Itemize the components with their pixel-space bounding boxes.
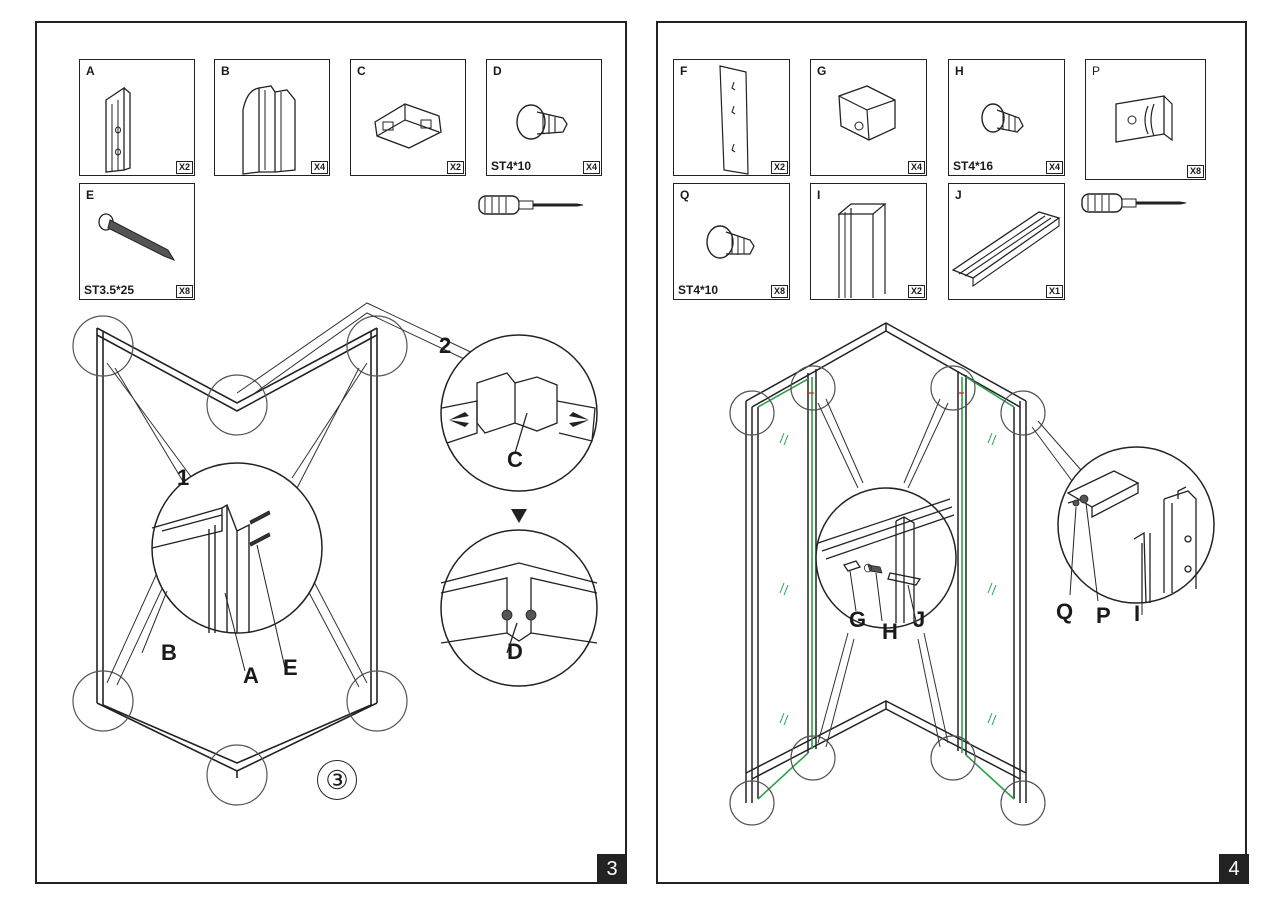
step-number-badge: ③ <box>317 760 357 800</box>
part-qty: X4 <box>1045 161 1063 174</box>
callout-h: H <box>882 619 898 644</box>
page-number: 3 <box>597 854 627 884</box>
part-letter: Q <box>680 188 690 202</box>
part-box-i: I X2 <box>810 183 927 300</box>
part-box-c: C X2 <box>350 59 466 176</box>
callout-p: P <box>1096 603 1111 628</box>
part-spec: ST4*10 <box>678 283 719 297</box>
page-number: 4 <box>1219 854 1249 884</box>
callout-a: A <box>243 663 259 688</box>
part-spec: ST4*10 <box>491 159 532 173</box>
part-qty: X2 <box>907 285 925 298</box>
profile-post-icon <box>105 86 131 173</box>
glass-panel-icon <box>719 65 749 175</box>
part-box-p: P X8 <box>1085 59 1206 180</box>
part-qty: X1 <box>1045 285 1063 298</box>
detail-step-2: 2 <box>439 333 452 358</box>
callout-q: Q <box>1056 599 1074 624</box>
glass-clip-icon <box>1115 95 1173 143</box>
part-box-q: Q ST4*10 X8 <box>673 183 790 300</box>
u-channel-icon <box>837 203 887 298</box>
part-box-d: D ST4*10 X4 <box>486 59 602 176</box>
bracket-block-icon <box>838 85 896 141</box>
part-letter: J <box>955 188 962 202</box>
manual-page-4: F X2 G X4 H ST4*16 X4 P <box>656 21 1249 884</box>
callout-g: G <box>849 607 867 632</box>
screwdriver-icon <box>1081 193 1187 213</box>
callout-i: I <box>1134 601 1141 626</box>
part-box-b: B X4 <box>214 59 330 176</box>
screw-icon <box>981 103 1024 133</box>
part-letter: B <box>221 64 230 78</box>
part-qty: X4 <box>310 161 328 174</box>
screwdriver-icon <box>478 195 584 215</box>
part-letter: P <box>1092 64 1101 78</box>
part-qty: X8 <box>770 285 788 298</box>
callout-j: J <box>913 607 926 632</box>
part-qty: X2 <box>770 161 788 174</box>
corner-connector-icon <box>374 103 442 149</box>
part-letter: D <box>493 64 502 78</box>
part-qty: X4 <box>582 161 600 174</box>
rail-icon <box>951 211 1061 288</box>
part-letter: A <box>86 64 95 78</box>
part-box-g: G X4 <box>810 59 927 176</box>
part-letter: C <box>357 64 366 78</box>
long-screw-icon <box>98 213 176 262</box>
part-box-a: A X2 <box>79 59 195 176</box>
part-letter: F <box>680 64 688 78</box>
part-box-j: J X1 <box>948 183 1065 300</box>
part-letter: E <box>86 188 95 202</box>
callout-e: E <box>283 655 298 680</box>
callout-c: C <box>507 447 523 472</box>
part-qty: X2 <box>446 161 464 174</box>
callout-d: D <box>507 639 523 664</box>
part-spec: ST3.5*25 <box>84 283 135 297</box>
detail-step-1: 1 <box>177 465 190 490</box>
profile-channel-icon <box>242 85 296 175</box>
part-qty: X8 <box>1186 165 1204 178</box>
callout-b: B <box>161 640 177 665</box>
part-letter: H <box>955 64 964 78</box>
frame-assembly-diagram <box>72 302 598 806</box>
manual-page-3: A X2 B X4 C X2 D <box>35 21 627 884</box>
part-box-h: H ST4*16 X4 <box>948 59 1065 176</box>
part-qty: X8 <box>175 285 193 298</box>
part-box-f: F X2 <box>673 59 790 176</box>
part-qty: X4 <box>907 161 925 174</box>
part-box-e: E ST3.5*25 X8 <box>79 183 195 300</box>
screw-icon <box>706 225 755 259</box>
part-spec: ST4*16 <box>953 159 994 173</box>
screw-icon <box>516 104 568 140</box>
enclosure-assembly-diagram <box>729 322 1215 826</box>
part-letter: G <box>817 64 827 78</box>
part-qty: X2 <box>175 161 193 174</box>
part-letter: I <box>817 188 821 202</box>
